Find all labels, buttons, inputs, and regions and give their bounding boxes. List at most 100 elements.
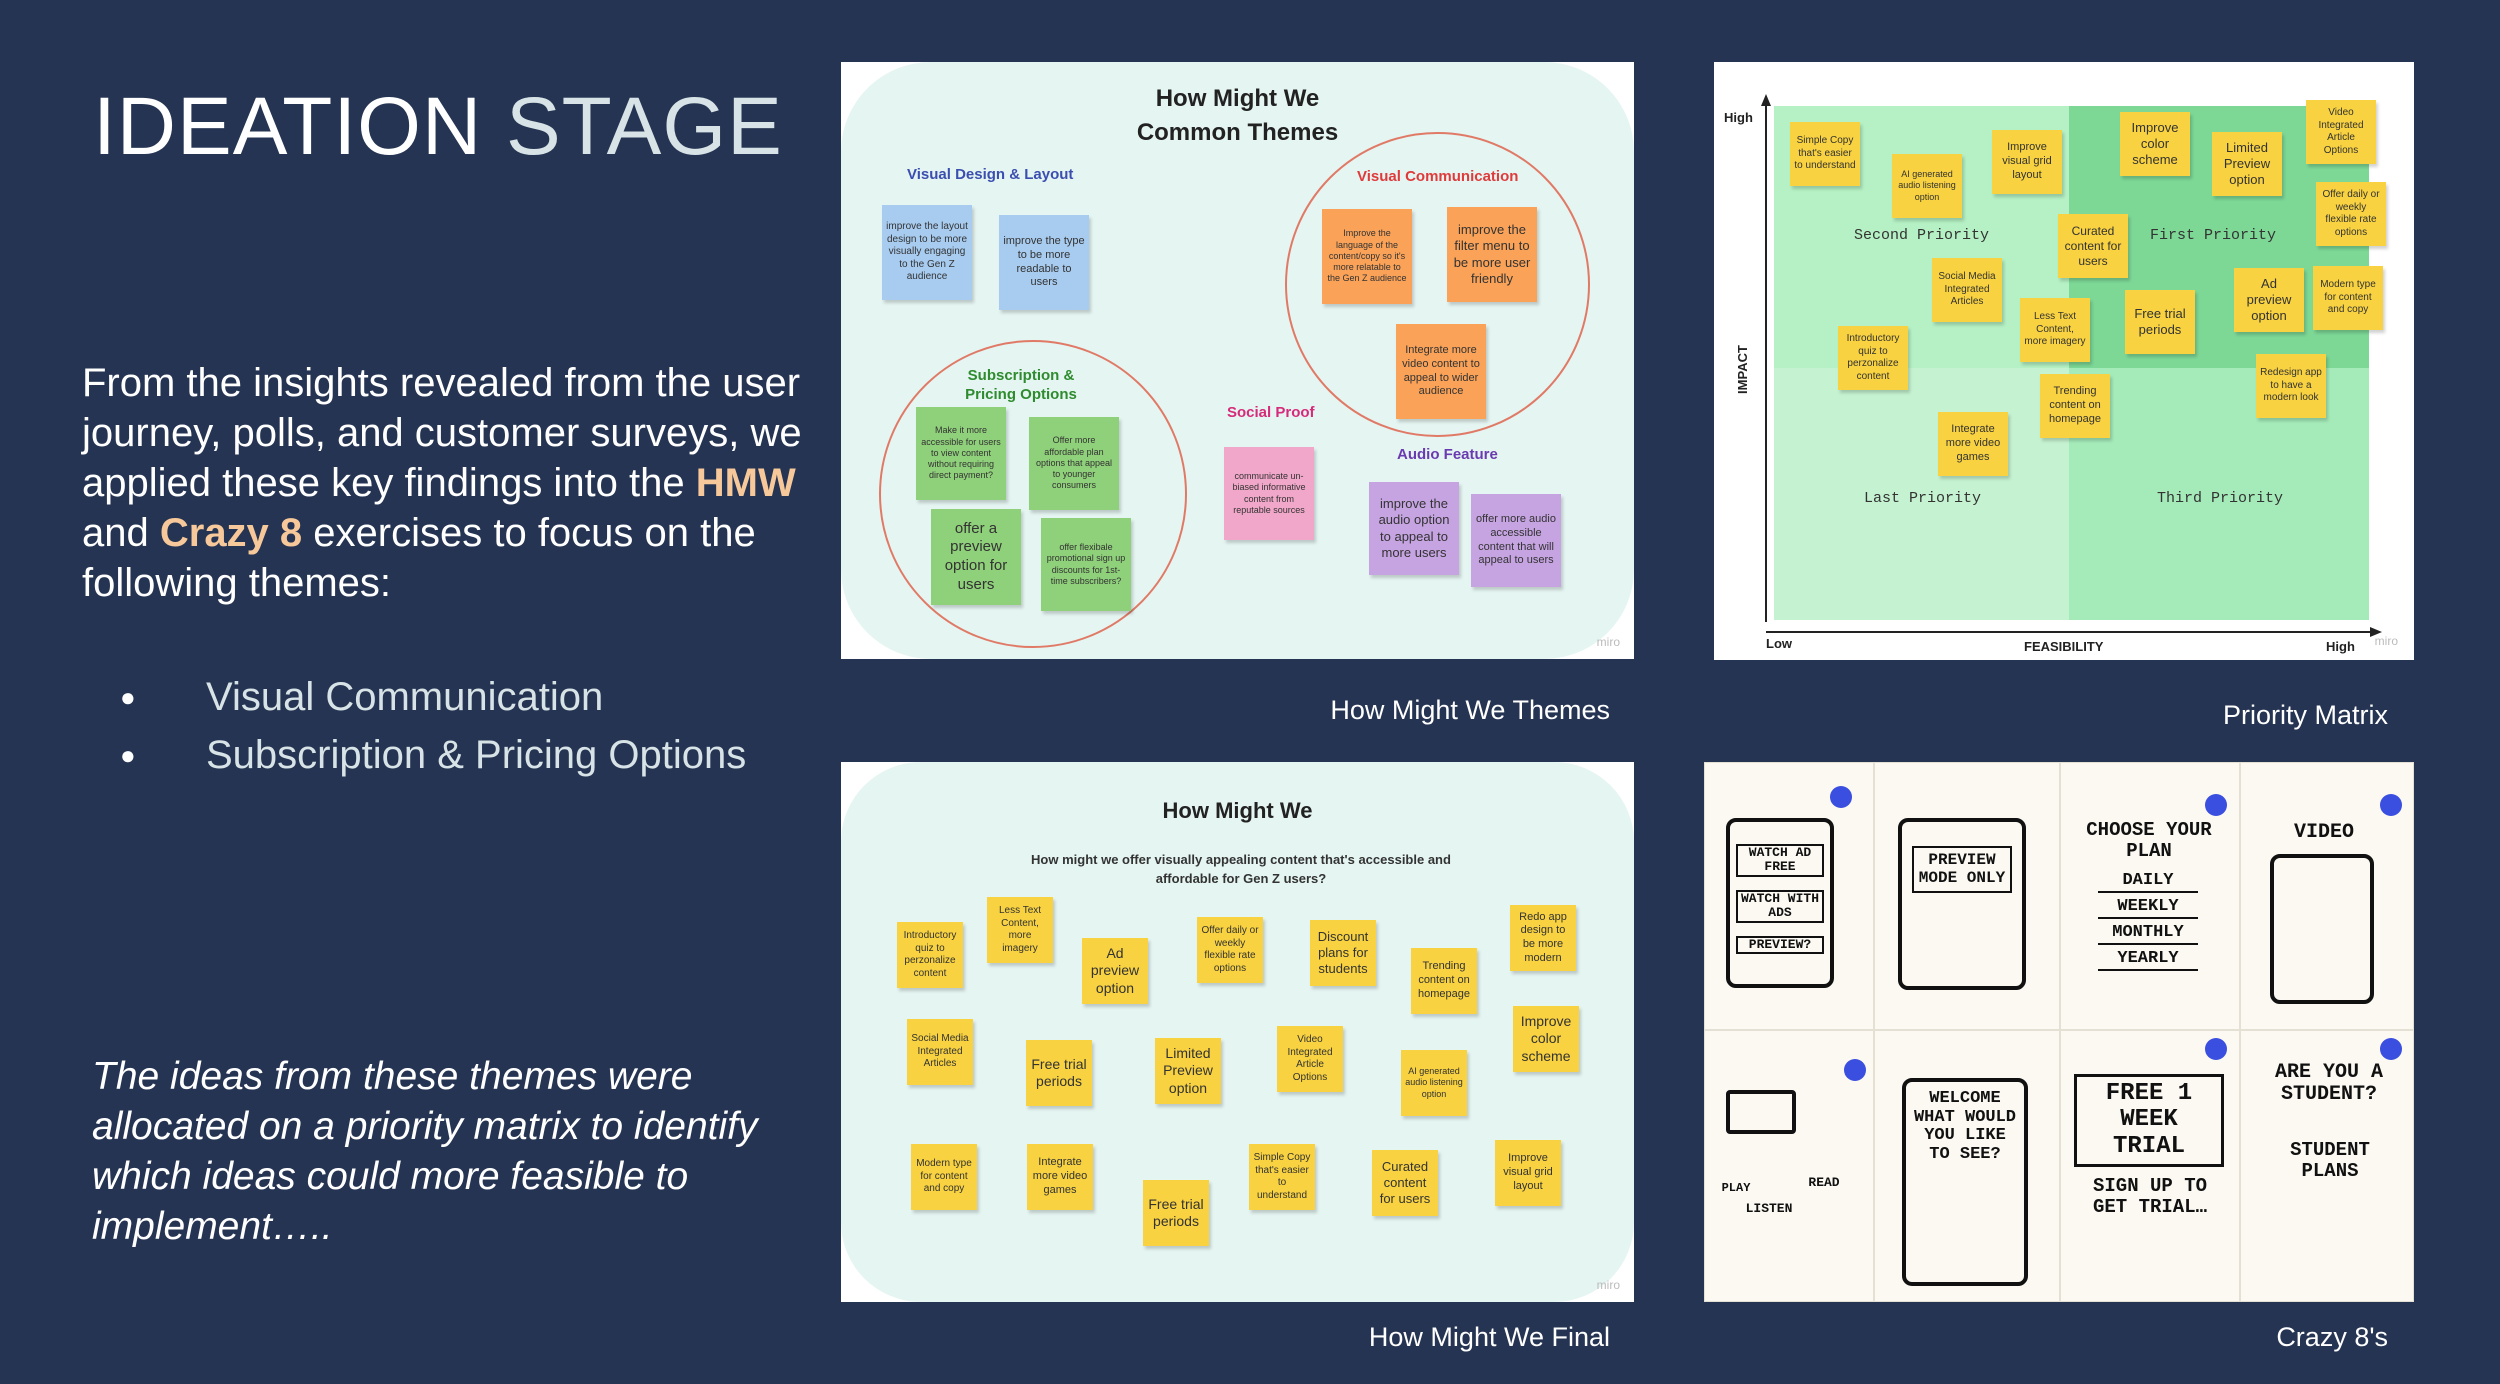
sketch-text: PREVIEW?	[1736, 936, 1824, 955]
themes-title-line1: How Might We	[1155, 85, 1320, 112]
sticky-note: Introductory quiz to perzonalize content	[897, 922, 963, 988]
sticky-note: Free trial periods	[2125, 290, 2195, 354]
intro-text-1: From the insights revealed from the user…	[82, 361, 802, 505]
sticky-note: Improve the language of the content/copy…	[1322, 209, 1412, 304]
sticky-note: improve the type to be more readable to …	[999, 215, 1089, 310]
sticky-note: Integrate more video games	[1027, 1144, 1093, 1210]
sticky-note: Introductory quiz to perzonalize content	[1838, 326, 1908, 390]
y-axis-label: IMPACT	[1734, 345, 1750, 394]
miro-watermark: miro	[1596, 635, 1620, 649]
final-board-title: How Might We	[1162, 798, 1313, 823]
hmw-question: How might we offer visually appealing co…	[1031, 852, 1451, 886]
sketch-text: YEARLY	[2098, 949, 2198, 971]
group-social-proof: Social Proof	[1227, 404, 1315, 421]
sticky-note: Less Text Content, more imagery	[987, 897, 1053, 963]
sticky-note: improve the filter menu to be more user …	[1447, 207, 1537, 302]
sketch-text: SIGN UP TO GET TRIAL…	[2092, 1175, 2208, 1218]
sticky-note: communicate un-biased informative conten…	[1224, 447, 1314, 540]
sketch-text: FREE 1 WEEK TRIAL	[2074, 1074, 2224, 1168]
sticky-note: Redo app design to be more modern	[1510, 905, 1576, 971]
themes-title-line2: Common Themes	[1136, 119, 1339, 146]
blue-dot-marker	[2205, 1038, 2227, 1060]
sticky-note: Modern type for content and copy	[911, 1144, 977, 1210]
final-board	[841, 762, 1634, 1302]
blue-dot-marker	[1830, 786, 1852, 808]
sticky-note: Simple Copy that's easier to understand	[1249, 1144, 1315, 1210]
miro-watermark: miro	[1596, 1278, 1620, 1292]
sketch-text: READ	[1808, 1175, 1840, 1190]
sticky-note: Improve visual grid layout	[1992, 130, 2062, 194]
group-visual-communication: Visual Communication	[1357, 168, 1519, 185]
sticky-note: Limited Preview option	[2212, 132, 2282, 196]
sticky-note: improve the audio option to appeal to mo…	[1369, 482, 1459, 575]
group-audio-feature: Audio Feature	[1397, 446, 1498, 463]
sticky-note: Curated content for users	[2058, 214, 2128, 278]
blue-dot-marker	[2205, 794, 2227, 816]
sketch-text: DAILY	[2098, 871, 2198, 893]
sticky-note: Offer daily or weekly flexible rate opti…	[2316, 182, 2386, 246]
sketch-text: CHOOSE YOUR PLAN	[2086, 819, 2212, 862]
blue-dot-marker	[2380, 1038, 2402, 1060]
phone-sketch	[2270, 854, 2374, 1004]
sticky-note: Simple Copy that's easier to understand	[1790, 122, 1860, 186]
quadrant-last-priority	[1774, 368, 2069, 620]
sticky-note: offer a preview option for users	[931, 509, 1021, 605]
quadrant-label: First Priority	[2150, 227, 2277, 244]
outro-paragraph: The ideas from these themes were allocat…	[92, 1055, 758, 1248]
sketch-text: WATCH WITH ADS	[1736, 890, 1824, 923]
sketch-text: STUDENT PLANS	[2290, 1139, 2370, 1182]
phone-sketch	[1898, 818, 2026, 990]
theme-bullet-list: Visual Communication Subscription & Pric…	[120, 668, 746, 784]
sketch-text: LISTEN	[1745, 1201, 1793, 1216]
sticky-note: Less Text Content, more imagery	[2020, 298, 2090, 362]
priority-matrix-image: High IMPACT Low FEASIBILITY High Second …	[1714, 62, 2414, 660]
sticky-note: Curated content for users	[1372, 1150, 1438, 1216]
caption-priority-matrix: Priority Matrix	[2222, 700, 2388, 730]
caption-hmw-final: How Might We Final	[1368, 1322, 1610, 1352]
sticky-note: Make it more accessible for users to vie…	[916, 407, 1006, 500]
sticky-note: Offer daily or weekly flexible rate opti…	[1197, 917, 1263, 983]
sketch-text: WEEKLY	[2098, 897, 2198, 919]
intro-text-3: exercises to focus on the following them…	[82, 511, 756, 605]
sketch-text: MONTHLY	[2098, 923, 2198, 945]
sticky-note: Offer more affordable plan options that …	[1029, 417, 1119, 510]
sticky-note: Improve color scheme	[1513, 1006, 1579, 1072]
sticky-note: Free trial periods	[1026, 1040, 1092, 1106]
miro-watermark: miro	[2374, 634, 2398, 648]
sticky-note: Redesign app to have a modern look	[2256, 354, 2326, 418]
hmw-themes-image: How Might We Common Themes Visual Design…	[841, 62, 1634, 659]
sticky-note: Integrate more video games	[1938, 412, 2008, 476]
matrix-axes	[1761, 94, 2382, 637]
caption-crazy-8s: Crazy 8's	[2276, 1322, 2388, 1352]
sticky-note: Social Media Integrated Articles	[907, 1019, 973, 1085]
title-accent: STAGE	[505, 81, 783, 172]
visual-communication-circle	[1285, 132, 1590, 437]
sticky-note: AI generated audio listening option	[1892, 154, 1962, 218]
sticky-note: Discount plans for students	[1310, 920, 1376, 986]
x-axis-high: High	[2326, 639, 2355, 654]
intro-crazy8: Crazy 8	[159, 511, 303, 555]
quadrant-label: Second Priority	[1854, 227, 1990, 244]
sticky-note: offer flexibale promotional sign up disc…	[1041, 518, 1131, 611]
intro-hmw: HMW	[695, 461, 796, 505]
sticky-note: Modern type for content and copy	[2313, 266, 2383, 330]
sticky-note: Trending content on homepage	[1411, 948, 1477, 1014]
title-main: IDEATION	[93, 81, 483, 172]
sticky-note: offer more audio accessible content that…	[1471, 494, 1561, 587]
sticky-note: AI generated audio listening option	[1401, 1050, 1467, 1116]
bullet-item: Subscription & Pricing Options	[120, 726, 746, 784]
sketch-cell	[2240, 1030, 2414, 1302]
subscription-circle	[879, 340, 1187, 648]
intro-paragraph: From the insights revealed from the user…	[82, 358, 802, 608]
sticky-note: Improve visual grid layout	[1495, 1140, 1561, 1206]
blue-dot-marker	[1844, 1059, 1866, 1081]
sticky-note: Improve color scheme	[2120, 112, 2190, 176]
video-sketch	[1726, 1090, 1796, 1134]
x-axis-label: FEASIBILITY	[2024, 639, 2104, 654]
sketch-text: VIDEO	[2293, 821, 2354, 844]
sticky-note: Trending content on homepage	[2040, 374, 2110, 438]
sticky-note: Video Integrated Article Options	[1277, 1026, 1343, 1092]
sketch-text: PREVIEW MODE ONLY	[1912, 846, 2012, 894]
sketch-text: PLAY	[1721, 1181, 1751, 1195]
y-axis-high: High	[1724, 110, 1753, 125]
